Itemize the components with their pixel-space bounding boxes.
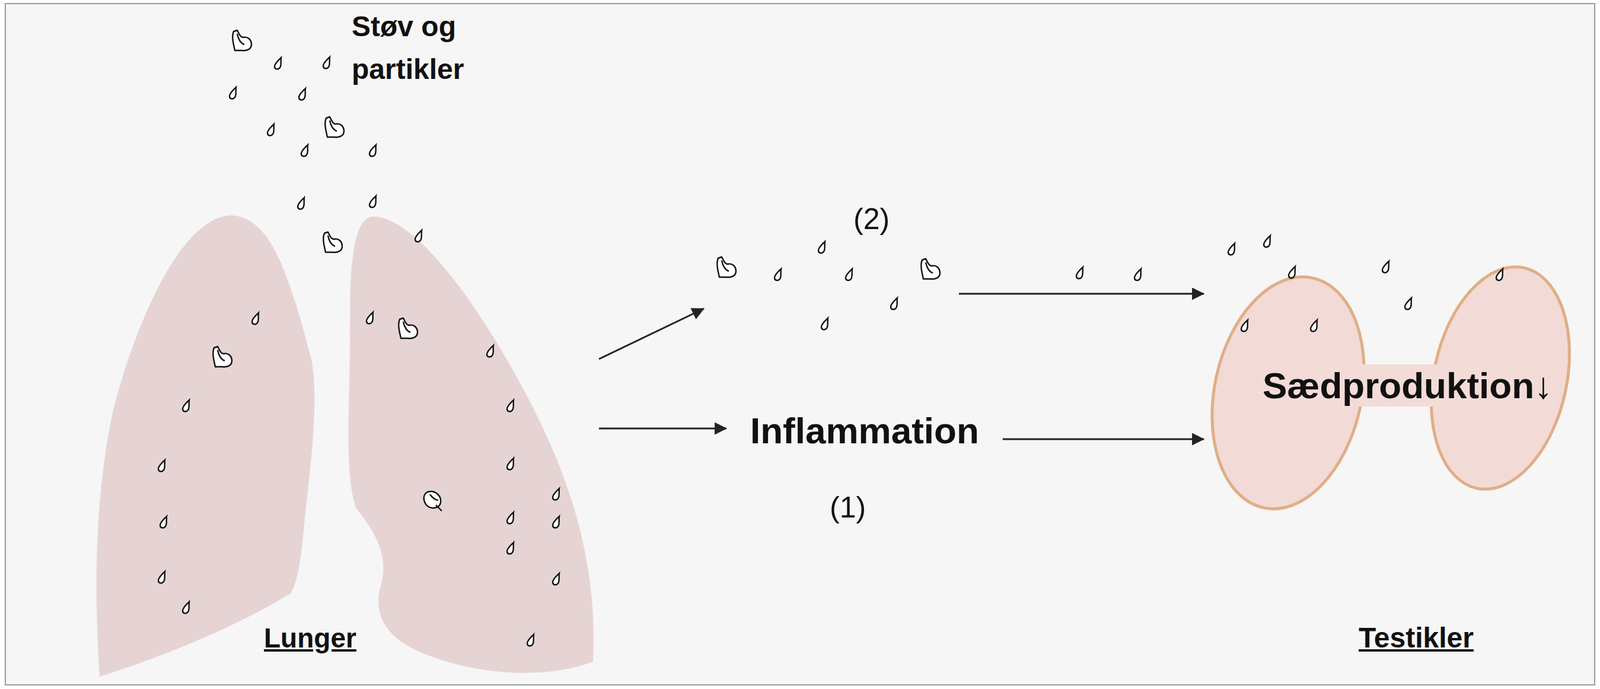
dust-droplet	[1134, 268, 1141, 280]
dust-droplet	[486, 345, 494, 357]
organ-label: Lunger	[263, 622, 357, 654]
dust-droplet	[552, 515, 560, 528]
dust-droplet	[158, 459, 165, 471]
testicles-organ-outline	[1203, 260, 1590, 659]
dust-particle	[324, 116, 344, 137]
dust-droplet	[267, 123, 274, 136]
dust-particle	[716, 256, 736, 277]
flow-arrow	[1002, 438, 1204, 441]
dust-particle	[232, 30, 252, 51]
dust-droplet	[229, 87, 237, 99]
dust-droplet	[1288, 266, 1296, 278]
callout-number: (2)	[853, 202, 890, 237]
process-label-box: Inflammation	[726, 404, 1003, 457]
dust-droplet	[158, 571, 165, 583]
dust-particle	[323, 231, 343, 253]
flow-arrow	[598, 427, 727, 430]
dust-droplet	[507, 457, 514, 470]
dust-particle	[398, 317, 418, 339]
lungs-organ-outline	[94, 210, 599, 680]
dust-droplet	[301, 144, 308, 156]
dust-particle	[212, 346, 232, 367]
dust-droplet	[1228, 243, 1235, 255]
dust-droplet	[274, 57, 282, 69]
dust-droplet	[890, 297, 898, 309]
dust-droplet	[182, 601, 190, 613]
dust-droplet	[369, 195, 376, 207]
dust-droplet	[415, 230, 422, 242]
dust-droplet	[818, 241, 825, 253]
dust-droplet	[369, 144, 376, 156]
effect-label: Sædproduktion↓	[1259, 364, 1557, 407]
dust-droplet	[297, 197, 305, 209]
dust-particle	[920, 258, 940, 279]
dust-droplet	[1263, 235, 1271, 247]
callout-number: (1)	[829, 490, 866, 525]
dust-droplet	[507, 511, 514, 524]
dust-droplet	[1496, 268, 1503, 280]
dust-droplet	[507, 399, 514, 411]
dust-droplet	[527, 633, 534, 646]
dust-droplet	[366, 311, 374, 324]
dust-droplet	[160, 515, 167, 528]
dust-droplet	[182, 399, 190, 411]
dust-droplet	[1404, 297, 1412, 309]
dust-droplet	[1076, 266, 1083, 279]
dust-droplet	[1241, 319, 1248, 331]
lung-left	[96, 215, 315, 677]
particle-group: (2)	[703, 198, 959, 336]
dust-droplet	[1382, 260, 1389, 273]
lung-right	[348, 216, 594, 673]
dust-droplet	[1310, 319, 1318, 331]
dust-droplet	[845, 268, 853, 280]
dust-particle	[424, 491, 442, 511]
flow-arrow	[958, 292, 1204, 295]
testicles-organ: Sædproduktion↓ Testikler	[1203, 260, 1590, 659]
dust-droplet	[323, 56, 330, 69]
dust-droplet	[552, 488, 560, 500]
dust-droplet	[552, 572, 560, 585]
process-label: Inflammation	[750, 409, 980, 452]
title-note: Støv og partikler	[351, 5, 512, 91]
lungs-organ: Lunger	[94, 210, 599, 680]
dust-droplet	[821, 317, 828, 330]
dust-droplet	[298, 88, 306, 100]
flow-arrow	[598, 308, 704, 359]
dust-droplet	[774, 268, 782, 280]
dust-droplet	[252, 312, 259, 324]
dust-droplet	[507, 542, 514, 554]
organ-label: Testikler	[1358, 620, 1474, 654]
